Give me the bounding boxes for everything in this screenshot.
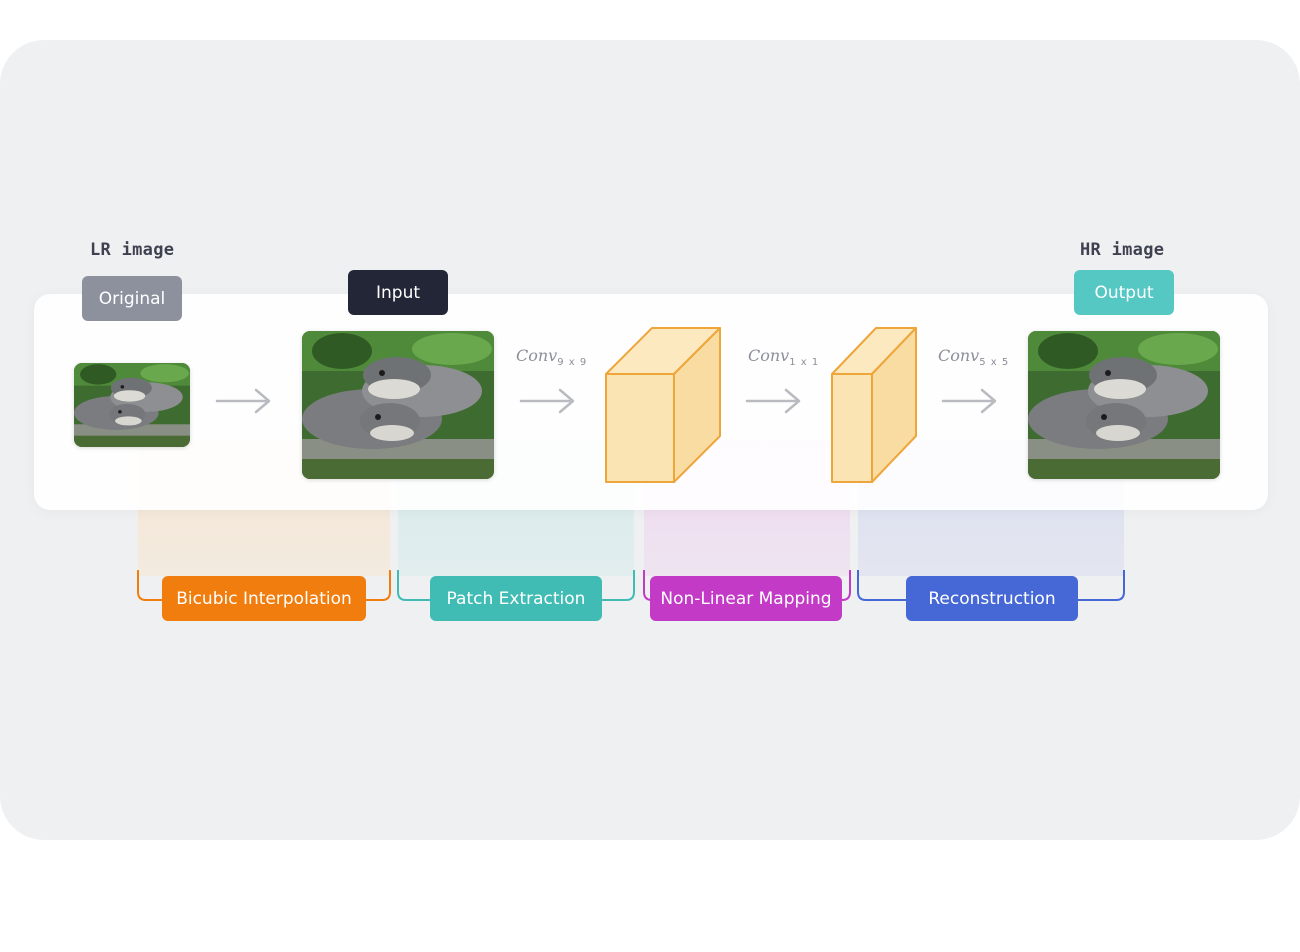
output-otter-photo [1028,331,1220,479]
stage-reconstruction: Reconstruction [906,576,1078,621]
lr-otter-photo [74,363,190,447]
input-otter-photo [302,331,494,479]
stage-non-linear-mapping: Non-Linear Mapping [650,576,842,621]
lr-image-label: LR image [90,240,175,260]
arrow-right-icon [745,388,801,414]
original-tag: Original [82,276,182,321]
output-tag: Output [1074,270,1174,315]
conv-label-1: Conv9 x 9 [516,346,588,368]
arrow-right-icon [215,388,271,414]
arrow-right-icon [941,388,997,414]
stage-bicubic-interpolation: Bicubic Interpolation [162,576,366,621]
input-tag: Input [348,270,448,315]
conv-label-2: Conv1 x 1 [748,346,820,368]
stage-patch-extraction: Patch Extraction [430,576,602,621]
conv-layer-cube-icon [605,327,721,483]
hr-image-label: HR image [1080,240,1165,260]
conv-layer-cube-icon [831,327,917,483]
conv-label-3: Conv5 x 5 [938,346,1010,368]
arrow-right-icon [519,388,575,414]
